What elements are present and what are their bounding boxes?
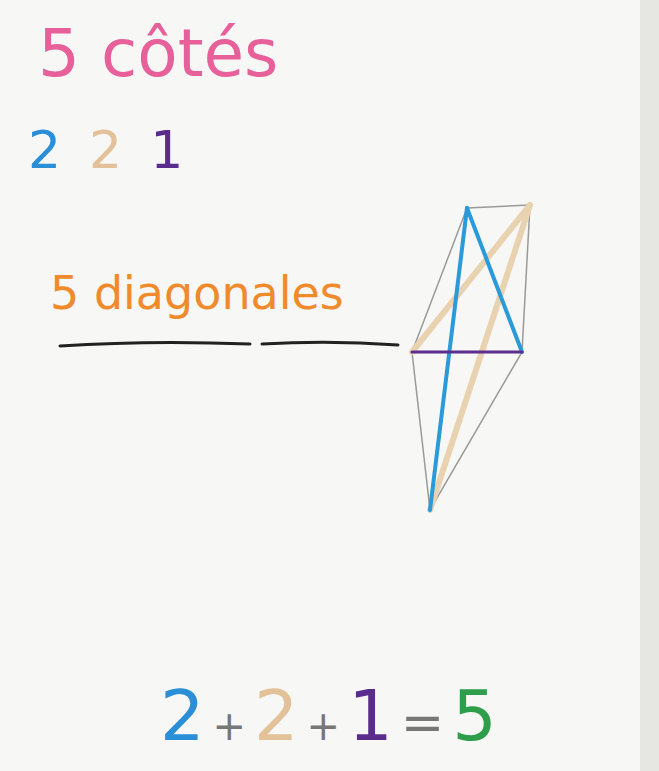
plus-sign: + [307,704,341,748]
purple-count: 1 [150,122,183,179]
text-row: 221 [28,122,183,179]
plus-sign: + [213,704,247,748]
sides-count: 5 côtés [38,18,279,91]
beige-term: 2 [254,678,299,755]
diagonals-count: 5 diagonales [50,268,344,319]
diagonals [412,205,530,510]
text-row: 5 côtés [38,18,279,91]
total: 5 [452,678,497,755]
pentagon-sides [412,205,530,510]
text-row: 2+2+1=5 [160,678,497,755]
text-row: 5 diagonales [50,268,344,319]
equals-sign: = [401,694,445,751]
blue-count: 2 [28,122,61,179]
purple-term: 1 [348,678,393,755]
page-edge [640,0,659,771]
underline [60,342,398,346]
blue-term: 2 [160,678,205,755]
beige-count: 2 [89,122,122,179]
